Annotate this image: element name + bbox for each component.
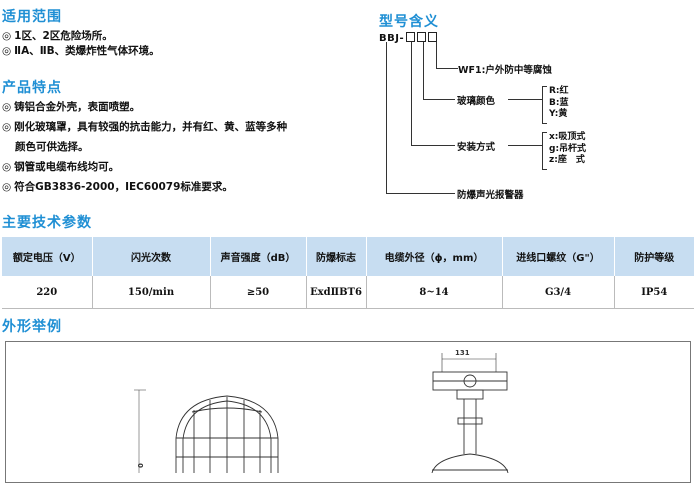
bullet-icon: ◎: [2, 161, 12, 173]
table-header-row: 额定电压（V） 闪光次数 声音强度（dB） 防爆标志 电缆外径（ϕ，mm） 进线…: [2, 237, 694, 276]
column-header: 额定电压（V）: [2, 237, 93, 276]
install-options: x:吸顶式 g:吊杆式 z:座 式: [549, 132, 587, 165]
list-item-continuation: 颜色可供选择。: [15, 141, 89, 153]
leader-line: [423, 42, 424, 100]
table-row: 220 150/min ≥50 ExdⅡBT6 8~14 G3/4 IP54: [2, 276, 694, 309]
leader-line: [508, 145, 542, 146]
column-header: 进线口螺纹（G"）: [502, 237, 615, 276]
code-box-3: [428, 32, 438, 42]
table-cell: 150/min: [92, 276, 211, 309]
list-item: ◎刚化玻璃罩，具有较强的抗击能力，并有红、黄、蓝等多种: [2, 121, 288, 133]
type-code: BBJ-: [379, 32, 438, 44]
features-title: 产品特点: [2, 80, 62, 96]
outline-title: 外形举例: [2, 319, 62, 335]
leader-line: [386, 42, 387, 194]
table-cell: ≥50: [210, 276, 307, 309]
dimension-top: 131: [455, 349, 470, 357]
list-item: ◎1区、2区危险场所。: [2, 30, 113, 42]
column-header: 电缆外径（ϕ，mm）: [366, 237, 503, 276]
column-header: 防爆标志: [306, 237, 367, 276]
column-header: 防护等级: [614, 237, 694, 276]
glass-options: R:红 B:蓝 Y:黄: [549, 86, 569, 119]
table-cell: ExdⅡBT6: [306, 276, 367, 309]
list-item: ◎ⅡA、ⅡB、类爆炸性气体环境。: [2, 45, 160, 57]
bracket: [542, 132, 547, 170]
specs-title: 主要技术参数: [2, 215, 92, 231]
bullet-icon: ◎: [2, 181, 12, 193]
bullet-icon: ◎: [2, 30, 12, 42]
outline-drawing: 0 131: [134, 349, 509, 474]
spec-table: 额定电压（V） 闪光次数 声音强度（dB） 防爆标志 电缆外径（ϕ，mm） 进线…: [2, 237, 694, 309]
features-list: ◎铸铝合金外壳，表面喷塑。 ◎刚化玻璃罩，具有较强的抗击能力，并有红、黄、蓝等多…: [2, 100, 287, 195]
list-item: ◎符合GB3836-2000，IEC60079标准要求。: [2, 181, 233, 193]
leader-line: [436, 42, 437, 69]
label-install: 安装方式: [457, 142, 496, 153]
table-cell: 8~14: [366, 276, 503, 309]
leader-line: [508, 99, 542, 100]
code-box-1: [406, 32, 416, 42]
table-cell: 220: [2, 276, 93, 309]
pendant-drawing: [431, 371, 509, 474]
label-glass: 玻璃颜色: [457, 96, 496, 107]
column-header: 闪光次数: [92, 237, 211, 276]
cage-drawing: [175, 395, 279, 473]
scope-title: 适用范围: [2, 9, 62, 25]
column-header: 声音强度（dB）: [210, 237, 307, 276]
outline-drawing-frame: 0 131: [5, 341, 691, 483]
type-code-title: 型号含义: [379, 14, 439, 30]
table-cell: G3/4: [502, 276, 615, 309]
bullet-icon: ◎: [2, 121, 12, 133]
list-item: ◎钢管或电缆布线均可。: [2, 161, 120, 173]
scope-list: ◎1区、2区危险场所。 ◎ⅡA、ⅡB、类爆炸性气体环境。: [2, 29, 160, 59]
bullet-icon: ◎: [2, 45, 12, 57]
leader-line: [436, 68, 458, 69]
list-item: ◎铸铝合金外壳，表面喷塑。: [2, 101, 141, 113]
leader-line: [411, 42, 412, 146]
code-box-2: [417, 32, 427, 42]
label-wf1: WF1:户外防中等腐蚀: [458, 65, 552, 76]
dimension-side: 0: [137, 463, 145, 468]
bracket: [542, 86, 547, 124]
leader-line: [423, 99, 455, 100]
bullet-icon: ◎: [2, 101, 12, 113]
leader-line: [411, 145, 455, 146]
label-product: 防爆声光报警器: [457, 190, 524, 201]
leader-line: [386, 193, 455, 194]
table-cell: IP54: [614, 276, 694, 309]
